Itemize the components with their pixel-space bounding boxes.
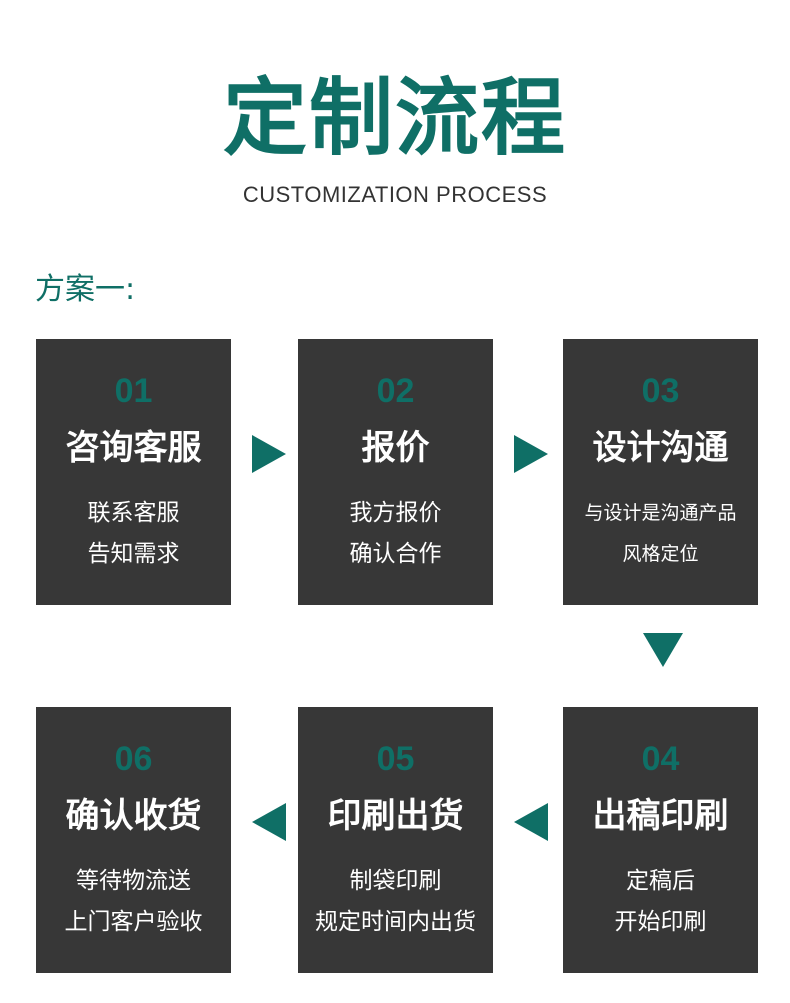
step-card-01: 01 咨询客服 联系客服 告知需求 — [36, 339, 231, 605]
arrow-left-icon — [514, 803, 548, 841]
step-number: 02 — [376, 372, 415, 410]
step-desc-line1: 我方报价 — [349, 500, 442, 526]
step-card-05: 05 印刷出货 制袋印刷 规定时间内出货 — [298, 707, 493, 973]
step-name: 确认收货 — [65, 796, 202, 836]
step-name: 设计沟通 — [592, 428, 729, 468]
step-desc-line2: 上门客户验收 — [64, 909, 203, 935]
arrow-right-icon — [252, 435, 286, 473]
step-name: 咨询客服 — [65, 428, 202, 468]
step-desc-line1: 定稿后 — [626, 868, 695, 894]
arrow-down-icon — [643, 633, 683, 667]
step-name: 印刷出货 — [327, 796, 464, 836]
arrow-left-icon — [252, 803, 286, 841]
step-number: 04 — [641, 740, 680, 778]
step-name: 出稿印刷 — [592, 796, 729, 836]
step-name: 报价 — [361, 428, 430, 468]
step-desc-line1: 等待物流送 — [76, 868, 191, 894]
step-desc-line2: 告知需求 — [87, 541, 180, 567]
step-desc-line2: 开始印刷 — [614, 909, 707, 935]
step-number: 03 — [641, 372, 680, 410]
step-desc-line1: 与设计是沟通产品 — [584, 502, 737, 524]
step-number: 05 — [376, 740, 415, 778]
step-number: 06 — [114, 740, 153, 778]
step-desc-line2: 确认合作 — [349, 541, 442, 567]
step-card-03: 03 设计沟通 与设计是沟通产品 风格定位 — [563, 339, 758, 605]
step-desc-line2: 规定时间内出货 — [315, 909, 476, 935]
page-subtitle: CUSTOMIZATION PROCESS — [242, 182, 548, 207]
arrow-right-icon — [514, 435, 548, 473]
step-card-02: 02 报价 我方报价 确认合作 — [298, 339, 493, 605]
step-desc-line2: 风格定位 — [622, 543, 699, 565]
step-desc-line1: 联系客服 — [87, 500, 180, 526]
step-card-04: 04 出稿印刷 定稿后 开始印刷 — [563, 707, 758, 973]
page-title: 定制流程 — [222, 69, 567, 167]
step-number: 01 — [114, 372, 153, 410]
step-desc-line1: 制袋印刷 — [349, 868, 442, 894]
plan-label: 方案一: — [35, 272, 136, 307]
step-card-06: 06 确认收货 等待物流送 上门客户验收 — [36, 707, 231, 973]
